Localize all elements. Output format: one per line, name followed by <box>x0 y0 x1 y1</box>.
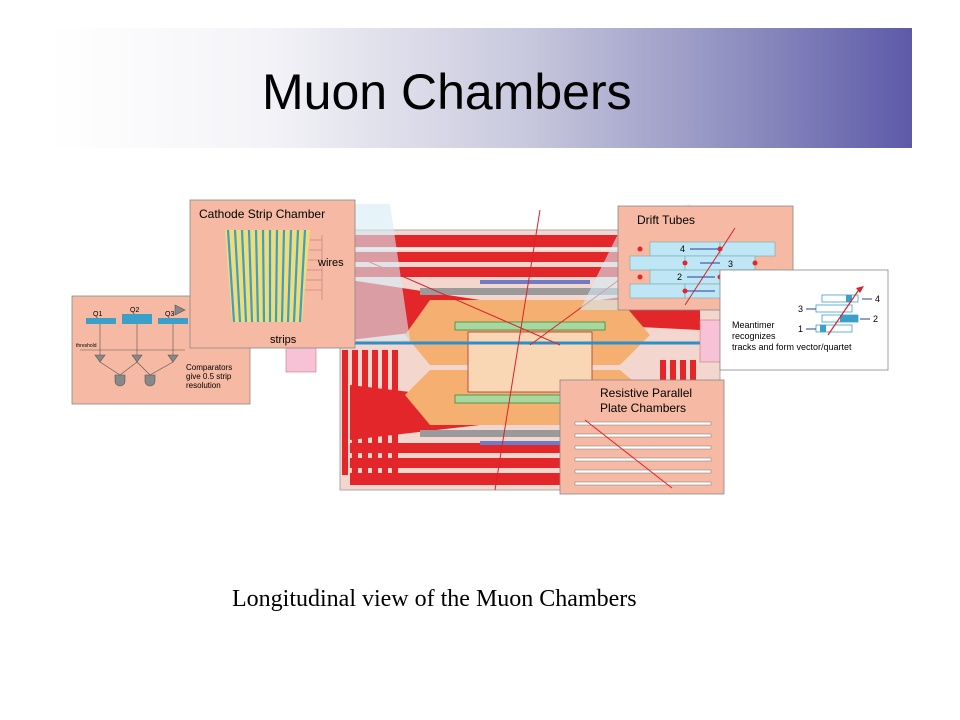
meantimer-num-1: 1 <box>798 324 803 334</box>
threshold-label: threshold <box>76 343 97 349</box>
meantimer-line-1: Meantimer <box>732 320 775 330</box>
strips-label: strips <box>270 334 297 346</box>
rpc-title-line-1: Resistive Parallel <box>600 386 692 400</box>
drift-num-2: 2 <box>677 272 682 282</box>
q3-label: Q3 <box>165 311 174 318</box>
csc-title: Cathode Strip Chamber <box>199 207 325 221</box>
comparator-note-line-3: resolution <box>186 381 221 390</box>
drift-num-3: 3 <box>728 259 733 269</box>
q2-label: Q2 <box>130 307 139 314</box>
rpc-title-line-2: Plate Chambers <box>600 401 686 415</box>
meantimer-panel: 4 3 2 1 Meantimer recognizes tracks and … <box>719 269 889 371</box>
comparator-note-line-2: give 0.5 strip <box>186 372 232 381</box>
drift-tubes-title: Drift Tubes <box>637 213 695 227</box>
title-bar <box>48 28 912 148</box>
slide-caption: Longitudinal view of the Muon Chambers <box>232 586 637 612</box>
muon-chamber-diagram: Q1 Q2 Q3 threshold Comparators give 0.5 … <box>71 199 889 495</box>
drift-num-4: 4 <box>680 244 685 254</box>
rpc-plates <box>574 421 712 486</box>
csc-strips-grid <box>226 229 307 323</box>
slide-title: Muon Chambers <box>262 64 632 120</box>
wires-label: wires <box>317 257 344 269</box>
meantimer-line-3: tracks and form vector/quartet <box>732 342 852 352</box>
csc-callout-wedge <box>350 204 410 340</box>
comparator-note-line-1: Comparators <box>186 363 232 372</box>
rpc-panel: Resistive Parallel Plate Chambers <box>559 379 725 495</box>
meantimer-line-2: recognizes <box>732 331 776 341</box>
csc-panel: Cathode Strip Chamber wires strips <box>189 199 356 349</box>
meantimer-num-3: 3 <box>798 304 803 314</box>
meantimer-num-2: 2 <box>873 314 878 324</box>
comparator-circuit <box>80 304 186 387</box>
meantimer-num-4: 4 <box>875 294 880 304</box>
q1-label: Q1 <box>93 311 102 318</box>
